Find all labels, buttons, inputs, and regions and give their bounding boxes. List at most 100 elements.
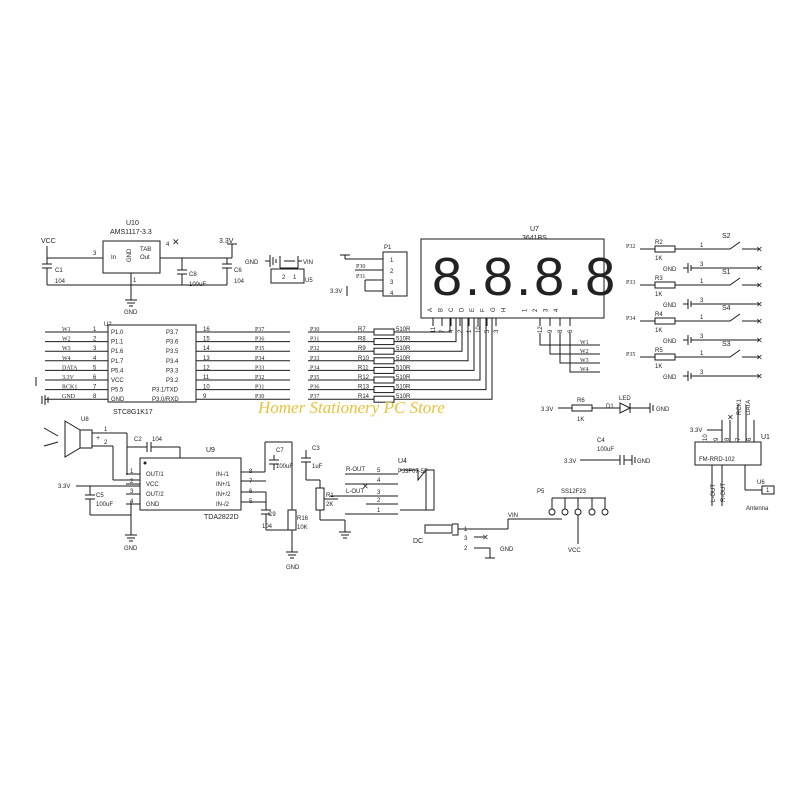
u4-r-out: R-OUT — [346, 467, 365, 473]
u7-seg-letter: B — [439, 308, 445, 312]
switch-net: P34 — [626, 316, 635, 322]
rarray-val: 510R — [396, 365, 411, 371]
r6-val: 1K — [577, 417, 584, 423]
rarray-out-lead — [394, 318, 481, 381]
switch-pin-1: 1 — [700, 279, 704, 285]
p1-net-1: P30 — [356, 264, 365, 270]
switch-resistor-val: 1K — [655, 328, 662, 334]
u2-left-name: P1.6 — [111, 349, 124, 355]
c8-ref: C8 — [189, 272, 197, 278]
switch-resistor-ref: R4 — [655, 312, 663, 318]
p1-pin-3: 3 — [390, 280, 394, 286]
switch-gnd-lead — [683, 371, 760, 381]
u7-pin-number: 10 — [476, 326, 482, 333]
u7-seg-letter: G — [491, 307, 497, 312]
u9-left-pin: 3 — [130, 489, 134, 495]
switch-nc-mark: ✕ — [756, 300, 763, 309]
u2-right-net: P30 — [255, 394, 264, 400]
rarray-ref: R12 — [358, 375, 370, 381]
u8-pin-1: 1 — [104, 427, 108, 433]
resistor-body — [373, 366, 395, 374]
u7-pin-number: 5 — [485, 329, 491, 333]
switch-bank: P32R21K1S2✕GND3✕P33R31K1S1✕GND3✕P34R41K1… — [626, 233, 763, 381]
u2-left-pin: 8 — [93, 394, 97, 400]
u8-ref: U8 — [81, 417, 89, 423]
p1-rail: 3.3V — [330, 289, 342, 295]
u6-label: Antenna — [746, 506, 769, 512]
c7-val: 100uF — [276, 464, 293, 470]
u2-left-net: RCK1 — [62, 385, 77, 391]
u2-left-net: DATA — [62, 365, 78, 371]
switch-resistor-val: 1K — [655, 292, 662, 298]
dc-pin-1: 1 — [464, 527, 468, 533]
rarray-val: 510R — [396, 337, 411, 343]
u9-rail: 3.3V — [58, 484, 70, 490]
p5-part: SS12F23 — [561, 489, 587, 495]
c5-val: 100uF — [96, 502, 113, 508]
u7-seg-letter: D — [460, 307, 466, 312]
rarray-ref: R13 — [358, 385, 370, 391]
u2-left-net: W2 — [62, 337, 71, 343]
u2-right-name: P3.3 — [166, 368, 179, 374]
switch-nc-mark: ✕ — [756, 353, 763, 362]
c2-ref: C2 — [134, 437, 142, 443]
rarray-ref: R7 — [358, 327, 366, 333]
u7-seg-letter: A — [428, 308, 434, 312]
u2-right-net: P34 — [255, 356, 264, 362]
r16-ref: R16 — [297, 516, 309, 522]
rarray-net: P35 — [310, 375, 319, 381]
u2-left-net: W1 — [62, 327, 71, 333]
u2-right-net: P35 — [255, 346, 264, 352]
u7-ref: U7 — [530, 226, 539, 233]
regulator-u10: U10 AMS1117-3.3 In TAB Out GND 3 4 1 ✕ V… — [41, 220, 245, 316]
audio-jack-u4: U4 PJ3F07-5P R-OUT L-OUT 5 4 3 2 1 ✕ — [330, 458, 435, 515]
rarray-ref: R8 — [358, 337, 366, 343]
switch-p5: P5 SS12F23 VCC — [537, 489, 609, 554]
u7-seg-letter: C — [449, 307, 455, 312]
u2-right-name: P3.4 — [166, 359, 179, 365]
switch-nc-mark: ✕ — [756, 264, 763, 273]
u9-right-name: IN-/2 — [216, 502, 230, 508]
switch-pin-3: 3 — [700, 262, 704, 268]
u2-left-name: P1.7 — [111, 359, 124, 365]
antenna-u6: U6 1 Antenna — [746, 480, 775, 512]
u2-right-pin: 16 — [203, 327, 210, 333]
u6-ref: U6 — [757, 480, 765, 486]
u2-left-name: P1.0 — [111, 330, 124, 336]
r16-gnd: GND — [286, 565, 300, 571]
u2-right-name: P3.6 — [166, 340, 179, 346]
u9-right-name: IN+/2 — [216, 492, 231, 498]
rarray-val: 510R — [396, 327, 411, 333]
switch-net: P32 — [626, 244, 635, 250]
dc-pin-3: 3 — [464, 536, 468, 542]
u7-pin-number: 6 — [568, 329, 574, 333]
u1-rck: RCK1 — [737, 398, 743, 415]
switch-resistor-val: 1K — [655, 256, 662, 262]
switch-contact — [675, 313, 760, 322]
u2-right-pin: 9 — [203, 394, 207, 400]
u2-right-pin: 10 — [203, 385, 210, 391]
r16-val: 10K — [297, 525, 308, 531]
switch-pin-1: 1 — [700, 315, 704, 321]
u7-digit-net: W3 — [580, 358, 589, 364]
u10-out-pin: 4 — [166, 242, 170, 248]
c1-val: 104 — [55, 279, 66, 285]
p5-vcc: VCC — [568, 548, 581, 554]
rarray-val: 510R — [396, 385, 411, 391]
dc-pin-2: 2 — [464, 546, 468, 552]
u1-data: DATA — [746, 400, 752, 415]
u2-right-name: P3.1/TXD — [152, 388, 179, 394]
u7-digit-wire — [559, 333, 600, 364]
switch-net: P33 — [626, 280, 635, 286]
u7-pin-number: 8 — [558, 329, 564, 333]
c1-ref: C1 — [55, 268, 63, 274]
rarray-val: 510R — [396, 394, 411, 400]
u2-right-net: P33 — [255, 365, 264, 371]
